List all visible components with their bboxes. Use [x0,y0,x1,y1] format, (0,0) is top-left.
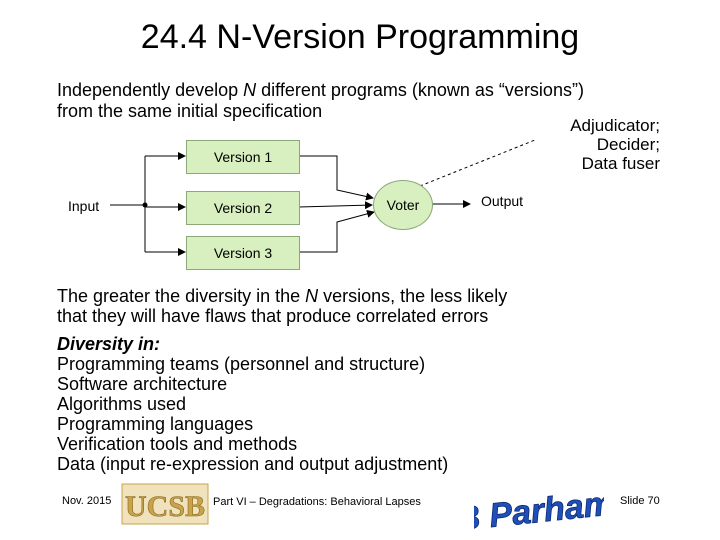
footer-date: Nov. 2015 [62,495,112,507]
intro-line-2: from the same initial specification [57,101,323,121]
p1-n: N [305,286,319,306]
intro-text-a: Independently develop [57,80,244,100]
version-2-label: Version 2 [213,200,273,216]
voter-node: Voter [373,180,433,230]
version-2-box: Version 2 [186,191,300,225]
v2-to-voter [298,201,373,210]
adjudicator-line: Adjudicator; [570,116,660,135]
list-item: Programming languages [57,414,254,434]
v1-to-voter [299,155,374,201]
intro-text-b: different programs (known as “versions”) [256,80,584,100]
version-1-box: Version 1 [186,140,300,174]
diversity-paragraph-line-2: that they will have flaws that produce c… [57,306,489,326]
diversity-list: Programming teams (personnel and structu… [57,354,448,474]
p1-text-b: versions, the less likely [318,286,508,306]
p1-text-a: The greater the diversity in the [57,286,306,306]
version-1-label: Version 1 [213,149,273,165]
list-item: Algorithms used [57,394,187,414]
list-item: Programming teams (personnel and structu… [57,354,426,374]
decider-line: Decider; [596,135,660,154]
version-3-label: Version 3 [213,245,273,261]
diversity-paragraph-line-1: The greater the diversity in the N versi… [57,286,507,306]
adjudicator-pointer [419,139,536,187]
ucsb-logo: UCSB [121,483,209,525]
intro-line-1: Independently develop N different progra… [57,79,584,101]
input-label: Input [68,198,100,214]
list-item: Software architecture [57,374,228,394]
data-fuser-line: Data fuser [581,154,660,173]
v3-to-voter [299,209,375,253]
svg-text:B Parhami: B Parhami [474,483,604,538]
list-item: Verification tools and methods [57,434,298,454]
slide-title: 24.4 N-Version Programming [140,18,580,56]
svg-text:UCSB: UCSB [125,490,205,523]
footer-slide-number: Slide 70 [620,495,660,507]
output-label: Output [481,193,524,209]
adjudicator-label: Adjudicator; Decider; Data fuser [540,116,660,173]
footer-center: Part VI – Degradations: Behavioral Lapse… [213,496,421,508]
list-item: Data (input re-expression and output adj… [57,454,449,474]
intro-n: N [243,80,257,100]
signature-image: B Parhami [474,483,604,538]
diversity-heading: Diversity in: [57,334,161,354]
version-3-box: Version 3 [186,236,300,270]
voter-label: Voter [386,197,420,213]
